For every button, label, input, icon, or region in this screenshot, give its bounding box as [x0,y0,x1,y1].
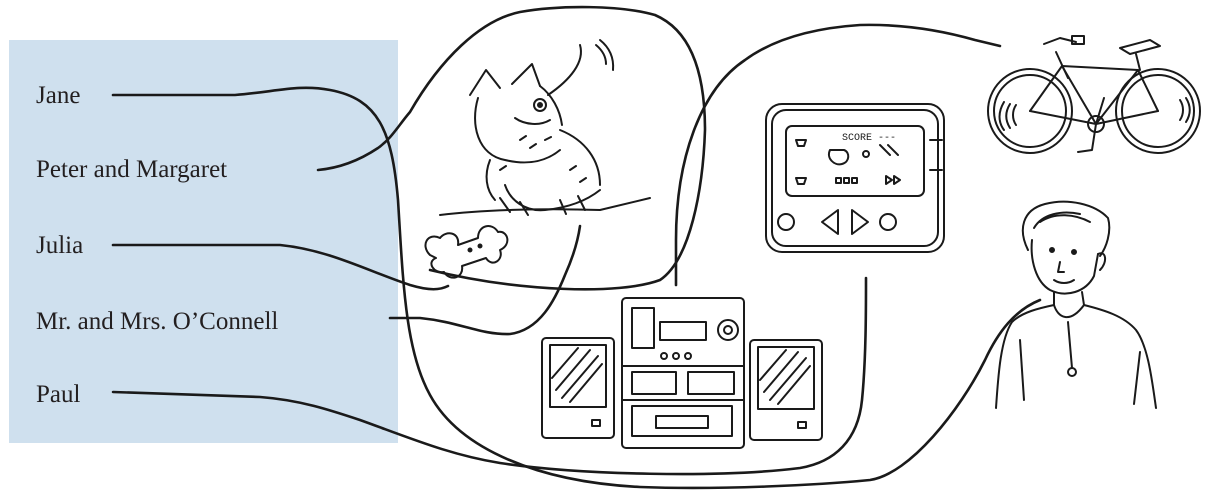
cat-picture [425,40,650,278]
man-portrait-icon [996,202,1156,408]
bicycle-icon [988,36,1200,153]
stereo-icon [542,298,822,448]
young-man-picture [996,202,1156,408]
cat-icon [440,40,650,215]
game-score-text: SCORE --- [842,133,896,144]
connecting-lines [113,7,1040,488]
music-system-picture [542,298,822,448]
line-peter-and-margaret [318,7,705,289]
bicycle-picture [988,36,1200,153]
line-julia [113,245,448,289]
line-paul [113,278,866,474]
handheld-game-icon: SCORE --- [766,104,944,252]
bone-icon [425,226,507,278]
line-jane [113,88,1040,488]
video-game-picture: SCORE --- [766,104,944,252]
